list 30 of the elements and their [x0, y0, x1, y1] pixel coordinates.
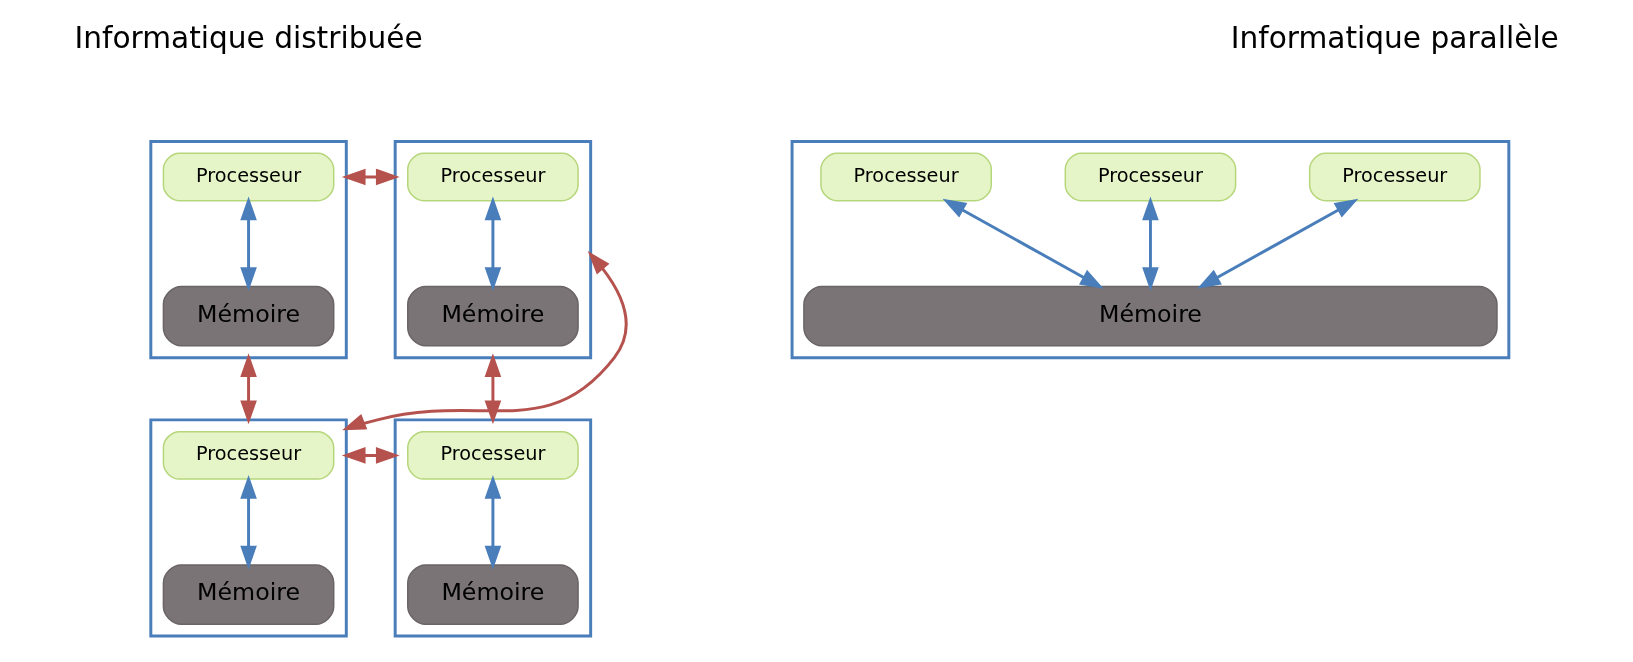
label: Informatique distribuée — [74, 21, 423, 56]
cluster — [149, 418, 348, 638]
arrow — [342, 251, 628, 431]
arrow — [484, 196, 502, 291]
arrow — [1197, 198, 1359, 289]
node-box: Mémoire — [162, 564, 335, 625]
node-box: Mémoire — [162, 285, 335, 347]
arrow — [240, 474, 257, 570]
arrow — [1142, 196, 1159, 291]
node-box: Processeur — [407, 152, 579, 202]
cluster — [790, 139, 1511, 360]
cluster — [393, 139, 593, 360]
node-box: Processeur — [820, 152, 992, 202]
arrow — [240, 196, 257, 291]
node-box: Processeur — [162, 430, 335, 480]
node-box: Processeur — [407, 430, 579, 480]
node-box: Mémoire — [407, 285, 579, 347]
node-box: Processeur — [1064, 152, 1237, 202]
node-box: Processeur — [162, 152, 335, 202]
arrow — [484, 474, 502, 570]
cluster — [149, 139, 348, 360]
label: Informatique parallèle — [1230, 21, 1559, 56]
arrow — [240, 353, 257, 425]
node-box: Mémoire — [803, 285, 1498, 347]
node-box: Processeur — [1308, 152, 1481, 202]
arrow — [341, 168, 400, 186]
arrow — [942, 198, 1104, 289]
arrow — [341, 447, 400, 464]
node-box: Mémoire — [407, 564, 579, 625]
cluster — [393, 418, 593, 638]
